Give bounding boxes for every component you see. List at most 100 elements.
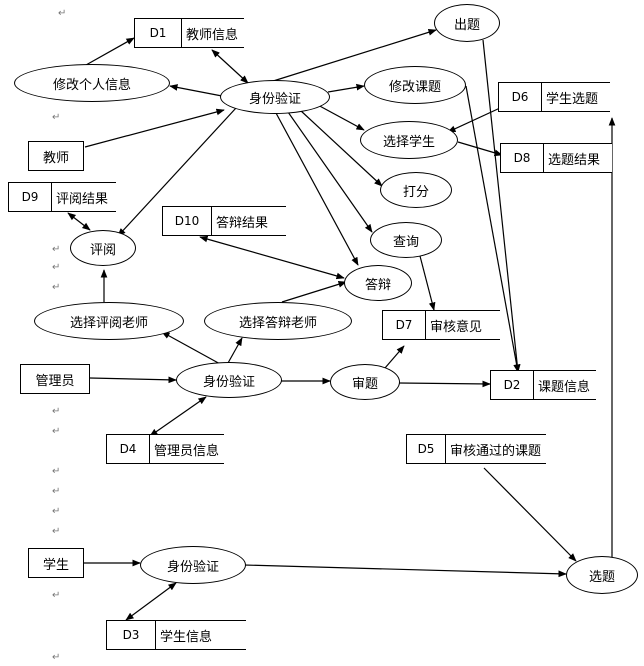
store-name: 课题信息 xyxy=(538,379,591,395)
store-d8: D8 选题结果 xyxy=(500,143,612,173)
store-id: D8 xyxy=(501,144,544,172)
store-name: 选题结果 xyxy=(548,152,601,168)
store-id: D10 xyxy=(163,207,212,235)
process-label: 身份验证 xyxy=(166,559,219,575)
paragraph-mark: ↵ xyxy=(52,262,61,273)
store-name: 学生信息 xyxy=(160,629,213,645)
store-id: D4 xyxy=(107,435,150,463)
store-name: 教师信息 xyxy=(186,27,239,43)
flow-auth-to-modify-info xyxy=(169,84,223,97)
store-name: 评阅结果 xyxy=(56,191,109,207)
process-label: 出题 xyxy=(453,17,480,33)
paragraph-mark: ↵ xyxy=(58,8,67,19)
flow-set-question-to-d2 xyxy=(482,39,521,373)
flow-student-auth-to-choose-topic xyxy=(243,564,567,578)
process-modify-info: 修改个人信息 xyxy=(14,64,170,102)
paragraph-mark: ↵ xyxy=(52,466,61,477)
store-d9: D9 评阅结果 xyxy=(8,182,116,212)
store-d3: D3 学生信息 xyxy=(106,620,246,650)
flow-auth-to-modify-topic xyxy=(327,83,365,93)
store-name: 答辩结果 xyxy=(216,215,269,231)
flow-admin-to-auth xyxy=(89,376,177,384)
flow-auth-to-set-question xyxy=(269,29,437,83)
store-id: D5 xyxy=(407,435,446,463)
flow-admin-auth-to-choose-defense xyxy=(227,337,243,364)
paragraph-mark: ↵ xyxy=(52,406,61,417)
process-label: 查询 xyxy=(392,234,419,250)
store-id: D9 xyxy=(9,183,52,211)
store-id: D6 xyxy=(499,83,542,111)
flow-review-d9 xyxy=(67,212,91,231)
process-label: 审题 xyxy=(351,376,378,392)
paragraph-mark: ↵ xyxy=(52,486,61,497)
flow-d6-to-select-student xyxy=(447,107,501,133)
store-name: 管理员信息 xyxy=(154,443,220,459)
flow-modify-info-to-d1 xyxy=(85,37,135,66)
paragraph-mark: ↵ xyxy=(52,526,61,537)
process-label: 修改课题 xyxy=(388,79,441,95)
store-id: D7 xyxy=(383,311,426,339)
process-label: 选择评阅老师 xyxy=(69,315,148,331)
process-auth-student: 身份验证 xyxy=(140,546,246,584)
process-defense: 答辩 xyxy=(344,265,412,301)
process-label: 评阅 xyxy=(89,242,116,258)
paragraph-mark: ↵ xyxy=(52,652,61,663)
process-auth-teacher: 身份验证 xyxy=(220,80,330,114)
entity-label: 教师 xyxy=(42,150,69,166)
flow-auth-to-query xyxy=(287,111,373,233)
entity-student: 学生 xyxy=(28,548,84,578)
store-name: 审核通过的课题 xyxy=(450,443,542,459)
flow-auth-to-review xyxy=(117,107,237,237)
paragraph-mark: ↵ xyxy=(52,282,61,293)
process-label: 选择答辩老师 xyxy=(238,315,317,331)
process-review: 评阅 xyxy=(70,230,136,266)
store-d10: D10 答辩结果 xyxy=(162,206,286,236)
flow-audit-to-d7 xyxy=(384,345,405,369)
store-d1: D1 教师信息 xyxy=(134,18,244,48)
process-grade: 打分 xyxy=(380,172,452,208)
store-name: 审核意见 xyxy=(430,319,483,335)
process-modify-topic: 修改课题 xyxy=(364,66,466,104)
process-label: 身份验证 xyxy=(248,91,301,107)
flow-auth-to-defense xyxy=(275,112,359,266)
store-d6: D6 学生选题 xyxy=(498,82,610,112)
flow-teacher-to-auth xyxy=(84,108,225,148)
store-d7: D7 审核意见 xyxy=(382,310,500,340)
paragraph-mark: ↵ xyxy=(52,590,61,601)
process-choose-reviewer: 选择评阅老师 xyxy=(34,302,184,340)
process-label: 选题 xyxy=(588,569,615,585)
flow-defense-d10 xyxy=(199,235,345,280)
flow-audit-to-d2 xyxy=(398,380,491,388)
store-d2: D2 课题信息 xyxy=(490,370,596,400)
flow-admin-auth-d4 xyxy=(149,396,207,437)
entity-label: 管理员 xyxy=(35,373,75,389)
flow-d5-to-choose-topic xyxy=(483,467,577,562)
process-audit: 审题 xyxy=(330,364,400,400)
flow-auth-d1 xyxy=(211,49,249,84)
store-d5: D5 审核通过的课题 xyxy=(406,434,546,464)
flow-query-to-d7 xyxy=(419,255,436,311)
flow-student-auth-d3 xyxy=(125,582,177,621)
process-set-question: 出题 xyxy=(434,4,500,42)
process-label: 修改个人信息 xyxy=(52,77,131,93)
process-choose-topic: 选题 xyxy=(566,556,638,594)
flow-admin-auth-to-choose-reviewer xyxy=(161,331,223,366)
store-name: 学生选题 xyxy=(546,91,599,107)
process-label: 答辩 xyxy=(364,277,391,293)
process-query: 查询 xyxy=(370,222,442,258)
store-id: D3 xyxy=(107,621,156,649)
store-id: D1 xyxy=(135,19,182,47)
paragraph-mark: ↵ xyxy=(52,244,61,255)
process-label: 身份验证 xyxy=(202,374,255,390)
paragraph-mark: ↵ xyxy=(52,112,61,123)
entity-teacher: 教师 xyxy=(28,141,84,171)
process-label: 选择学生 xyxy=(382,134,435,150)
paragraph-mark: ↵ xyxy=(52,506,61,517)
store-d4: D4 管理员信息 xyxy=(106,434,224,464)
entity-admin: 管理员 xyxy=(20,364,90,394)
flow-choose-defense-to-defense xyxy=(281,281,347,303)
flow-auth-to-grade xyxy=(299,109,383,187)
store-id: D2 xyxy=(491,371,534,399)
